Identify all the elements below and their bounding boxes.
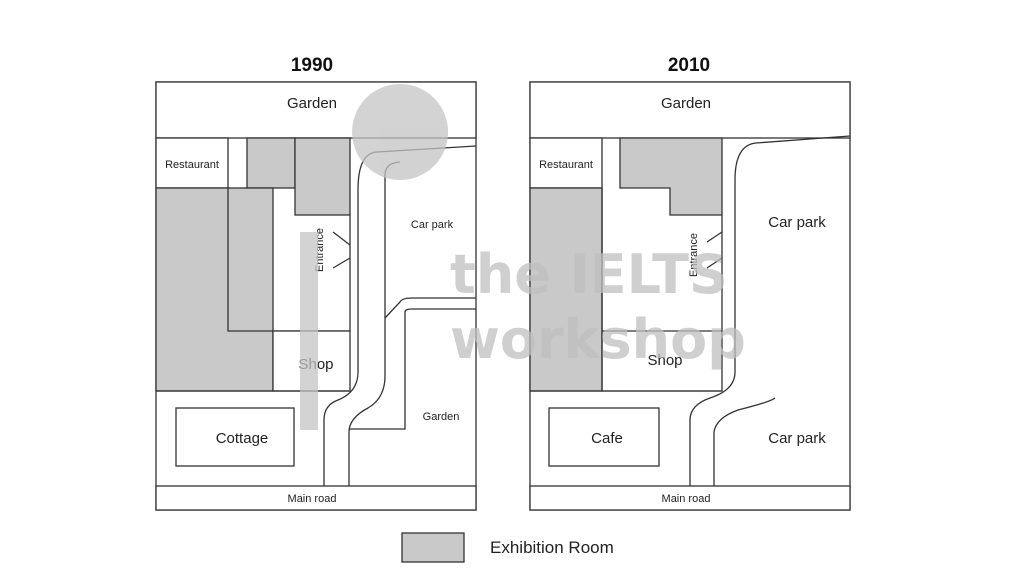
map-1990-garden-boundary [349,308,476,430]
map-1990-restaurant-label: Restaurant [165,159,219,171]
map-1990-title: 1990 [291,55,333,76]
watermark: the IELTS workshop [300,84,746,431]
watermark-line1: the IELTS [450,243,728,306]
map-2010-cafe-label: Cafe [591,430,623,447]
map-2010-garden-top [529,81,851,139]
map-2010-entrance-lines [706,231,723,269]
map-2010-shop-label: Shop [647,352,682,369]
map-2010-road-right-edge [713,397,776,486]
map-1990-restaurant [155,137,229,189]
watermark-logo [300,84,449,431]
map-2010-restaurant [529,137,603,189]
legend-swatch [401,532,465,563]
map-2010-car-park-top-label: Car park [768,214,826,231]
map-1990-main-road-label: Main road [288,493,337,505]
map-2010-exhibition-room-top [619,137,723,216]
map-2010-cafe [548,407,660,467]
map-1990-garden-right-label: Garden [423,411,460,423]
map-2010-road-left-edge [689,135,851,486]
map-1990-entrance-lines [332,231,351,269]
watermark-line2: workshop [450,308,746,371]
map-1990-exhibition-room-left [155,187,274,392]
legend: Exhibition Room [401,532,614,563]
map-1990-garden-top-label: Garden [287,95,337,112]
map-2010-exhibition-room-left [529,187,603,392]
map-1990-car-park-label: Car park [411,219,454,231]
map-1990-cottage-label: Cottage [216,430,269,447]
map-2010-restaurant-label: Restaurant [539,159,593,171]
map-2010-car-park-bottom-label: Car park [768,430,826,447]
map-2010-main-road-label: Main road [662,493,711,505]
map-2010-title: 2010 [668,55,710,76]
map-2010: 2010 Garden Restaurant Shop Entrance Caf… [529,55,851,511]
map-2010-main-road [529,485,851,511]
map-1990-exhibition-room-top-left [246,137,296,189]
map-2010-entrance-label: Entrance [688,233,700,277]
map-1990-main-road [155,485,477,511]
map-2010-garden-top-label: Garden [661,95,711,112]
map-1990-car-park-boundary [384,297,476,319]
legend-label: Exhibition Room [490,538,614,557]
map-1990-exhibition-room-top-right [294,137,351,216]
map-1990-cottage [175,407,295,467]
